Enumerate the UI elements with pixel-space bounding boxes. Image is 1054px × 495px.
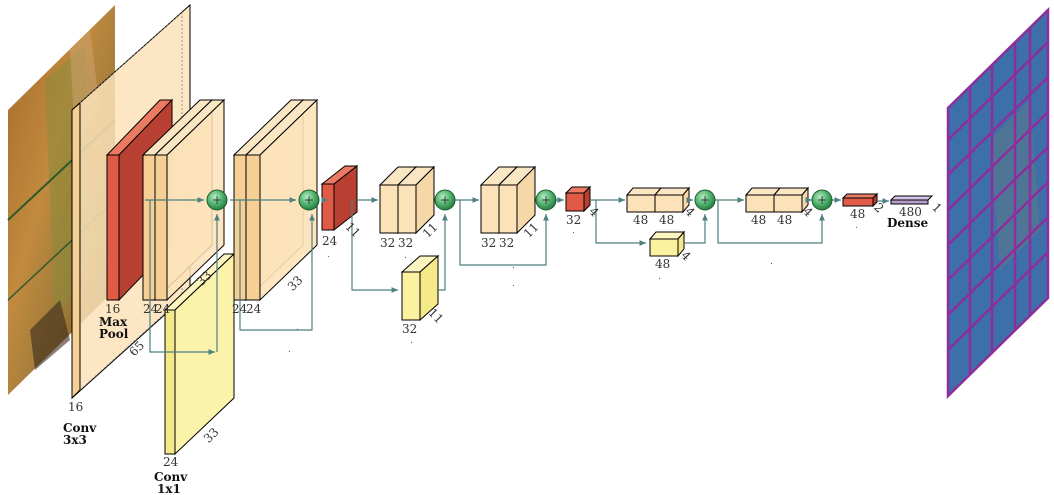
dot-mark: . [512, 261, 515, 271]
dot-mark: . [288, 345, 291, 355]
dot-mark: . [512, 279, 515, 289]
conv3x3-label-line1: Conv [63, 421, 97, 435]
res-block-4 [479, 165, 537, 235]
dim-label: 16 [68, 400, 83, 414]
svg-text:+: + [541, 193, 551, 207]
dim-label: 480 [899, 205, 922, 219]
pool-block-4 [841, 192, 879, 208]
dim-label: 32 [402, 322, 417, 336]
dim-label: 32 [398, 236, 413, 250]
res-block-3 [378, 165, 436, 235]
svg-text:+: + [700, 193, 710, 207]
conv1x1-block [163, 252, 236, 456]
conv1x1-label-line1: Conv [154, 470, 188, 484]
dim-label: 24 [143, 302, 159, 316]
sum-node: + [694, 189, 716, 211]
pool-block-2 [320, 164, 359, 232]
dot-mark: . [855, 221, 858, 231]
svg-text:+: + [212, 193, 222, 207]
dim-label: 48 [659, 213, 674, 227]
dot-mark: . [404, 251, 407, 261]
conv3x3-label-line2: 3x3 [63, 433, 87, 447]
dim-label: 48 [655, 257, 670, 271]
dot-mark: . [658, 272, 661, 282]
pool-block-3 [564, 185, 592, 213]
dot-mark: . [770, 257, 773, 267]
dim-label: 32 [499, 236, 514, 250]
dot-mark: . [327, 250, 330, 260]
sum-node: + [206, 189, 228, 211]
res-block-6 [744, 186, 810, 214]
dim-label: 24 [246, 302, 262, 316]
dim-label: 32 [566, 213, 581, 227]
connections [145, 197, 889, 355]
dim-label: 32 [481, 236, 496, 250]
svg-text:+: + [304, 193, 314, 207]
dim-label: 48 [850, 207, 865, 221]
dot-mark: . [660, 257, 663, 267]
dim-label: 48 [777, 213, 792, 227]
res-block-5 [625, 186, 691, 214]
sum-node: + [811, 189, 833, 211]
res-block-3-side [400, 254, 440, 322]
dim-label: 24 [232, 302, 248, 316]
dense-label: Dense [887, 216, 929, 230]
res-block-5-side [648, 230, 686, 258]
svg-text:+: + [817, 193, 827, 207]
dense-block [889, 195, 934, 205]
dim-label: 11 [343, 220, 364, 241]
svg-text:+: + [440, 193, 450, 207]
dim-label: 24 [155, 302, 171, 316]
dim-label: 33 [285, 273, 306, 294]
dot-mark: . [572, 226, 575, 236]
dim-label: 48 [633, 213, 648, 227]
dim-label: 24 [322, 234, 338, 248]
output-image [946, 7, 1050, 399]
maxpool-label-line1: Max [99, 315, 128, 329]
dim-label: 24 [163, 455, 179, 469]
sum-node: + [298, 189, 320, 211]
dim-label: 48 [751, 213, 766, 227]
dim-label: 33 [201, 425, 222, 446]
maxpool-label-line2: Pool [99, 327, 129, 341]
sum-node: + [535, 189, 557, 211]
dim-label: 16 [105, 302, 120, 316]
conv1x1-label-line2: 1x1 [157, 482, 181, 495]
dim-label: 32 [380, 236, 395, 250]
dot-mark: . [296, 323, 299, 333]
sum-node: + [434, 189, 456, 211]
dim-label: 1 [929, 200, 944, 215]
dot-mark: . [410, 336, 413, 346]
